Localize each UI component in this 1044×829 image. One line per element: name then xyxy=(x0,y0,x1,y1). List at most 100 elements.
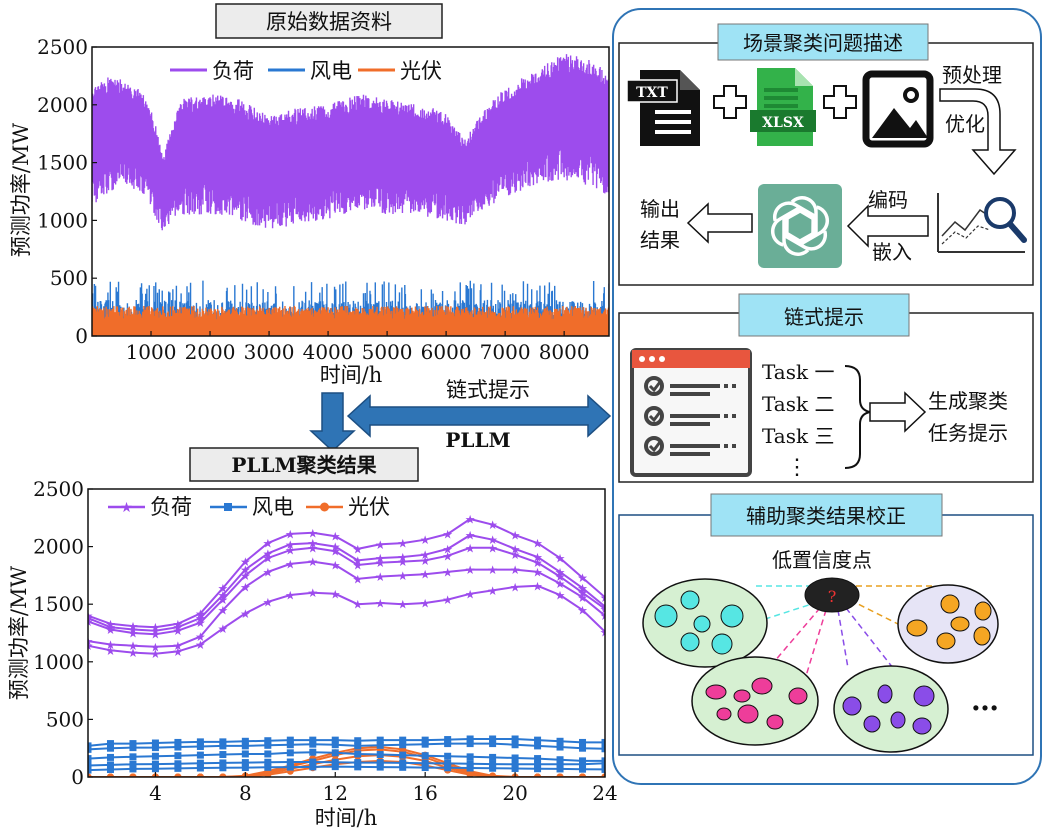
xlsx-file-icon: XLSX xyxy=(750,68,816,146)
data-point xyxy=(601,745,605,753)
series-line xyxy=(88,517,605,629)
more-clusters-ellipsis: … xyxy=(971,684,999,717)
data-point xyxy=(354,737,362,745)
data-point xyxy=(556,765,564,773)
data-point: ★ xyxy=(510,529,521,543)
data-point: ★ xyxy=(555,570,566,584)
raw-data-title: 原始数据资料 xyxy=(266,10,392,34)
plus-icon xyxy=(713,85,747,119)
data-point xyxy=(129,740,137,748)
data-point: ★ xyxy=(510,580,521,594)
data-point xyxy=(196,738,204,746)
data-point: ★ xyxy=(487,533,498,547)
data-point xyxy=(556,773,564,777)
preprocess-arrow xyxy=(939,88,1017,176)
data-point xyxy=(421,764,429,772)
data-point xyxy=(444,752,452,760)
data-point: ★ xyxy=(262,595,273,609)
y-tick-label: 0 xyxy=(75,324,88,348)
data-point: ★ xyxy=(262,565,273,579)
data-point xyxy=(579,765,587,773)
data-point xyxy=(264,737,272,745)
data-point xyxy=(88,761,92,769)
pllm-label: PLLM xyxy=(445,428,510,452)
data-point xyxy=(106,744,114,752)
legend-wind-label: 风电 xyxy=(310,59,352,83)
pllm-title: PLLM聚类结果 xyxy=(231,453,376,477)
question-mark: ? xyxy=(828,587,837,606)
pllm-title-box xyxy=(189,447,419,482)
data-point xyxy=(489,760,497,768)
data-point: ★ xyxy=(397,537,408,551)
y-tick-label: 2000 xyxy=(33,535,84,559)
data-point: ★ xyxy=(285,557,296,571)
data-point: ★ xyxy=(397,555,408,569)
data-point xyxy=(286,758,294,766)
data-point xyxy=(399,763,407,771)
legend2-load-label: 负荷 xyxy=(150,495,192,519)
data-point xyxy=(264,741,272,749)
output-label-2: 结果 xyxy=(640,228,680,252)
data-point: ★ xyxy=(195,638,206,652)
panel-chain-prompt: 链式提示 xyxy=(618,293,1034,483)
data-point xyxy=(354,763,362,771)
data-point xyxy=(151,760,159,768)
data-point: ★ xyxy=(532,537,543,551)
data-point: ★ xyxy=(285,544,296,558)
data-point: ★ xyxy=(487,584,498,598)
data-point: ★ xyxy=(150,640,161,654)
panel1-title: 场景聚类问题描述 xyxy=(743,31,903,55)
data-point: ★ xyxy=(375,570,386,584)
pllm-legend: ★ 负荷 风电 光伏 xyxy=(108,495,390,519)
data-point: ★ xyxy=(352,559,363,573)
data-point: ★ xyxy=(285,588,296,602)
data-point: ★ xyxy=(150,628,161,642)
legend2-load-marker: ★ xyxy=(120,500,133,516)
data-point xyxy=(129,773,137,777)
data-point xyxy=(601,773,605,777)
data-point xyxy=(579,744,587,752)
data-point: ★ xyxy=(128,627,139,641)
data-point: ★ xyxy=(577,586,588,600)
data-point xyxy=(219,751,227,759)
chatgpt-logo-icon xyxy=(758,184,842,268)
panel2-title: 链式提示 xyxy=(784,305,864,329)
raw-data-title-box xyxy=(215,3,443,39)
data-point xyxy=(331,758,339,766)
data-point xyxy=(264,771,272,777)
data-point: ★ xyxy=(195,616,206,630)
data-point: ★ xyxy=(555,565,566,579)
pllm-cluster-chart: PLLM聚类结果 ★★★★★★★★★★★★★★★★★★★★★★★★★★★★★★★… xyxy=(7,447,618,829)
plus-icon-2 xyxy=(823,85,857,119)
x-tick-label: 16 xyxy=(412,781,437,805)
data-point: ★ xyxy=(307,555,318,569)
data-point xyxy=(196,773,204,777)
data-point xyxy=(511,741,519,749)
y-tick-label: 1500 xyxy=(33,592,84,616)
embed-label: 嵌入 xyxy=(872,240,912,264)
y-tick-label: 1000 xyxy=(33,650,84,674)
data-point xyxy=(399,759,407,767)
data-point xyxy=(556,760,564,768)
data-point xyxy=(309,758,317,766)
data-point: ★ xyxy=(487,541,498,555)
data-point: ★ xyxy=(420,533,431,547)
legend-pv-label: 光伏 xyxy=(400,59,442,83)
data-point xyxy=(556,737,564,745)
legend2-wind-label: 风电 xyxy=(252,495,294,519)
data-point xyxy=(399,751,407,759)
encode-arrow xyxy=(846,204,929,248)
data-point xyxy=(444,740,452,748)
data-point xyxy=(489,735,497,743)
data-point xyxy=(444,736,452,744)
right-outer-frame xyxy=(612,8,1042,785)
right-column: 场景聚类问题描述 TXT XLSX xyxy=(612,8,1042,785)
data-point: ★ xyxy=(600,625,611,639)
data-point: ★ xyxy=(577,571,588,585)
data-point: ★ xyxy=(577,591,588,605)
data-point xyxy=(421,752,429,760)
data-point: ★ xyxy=(217,593,228,607)
panel3-title: 辅助聚类结果校正 xyxy=(746,504,906,528)
data-point: ★ xyxy=(307,537,318,551)
cluster-cyan xyxy=(642,578,768,668)
